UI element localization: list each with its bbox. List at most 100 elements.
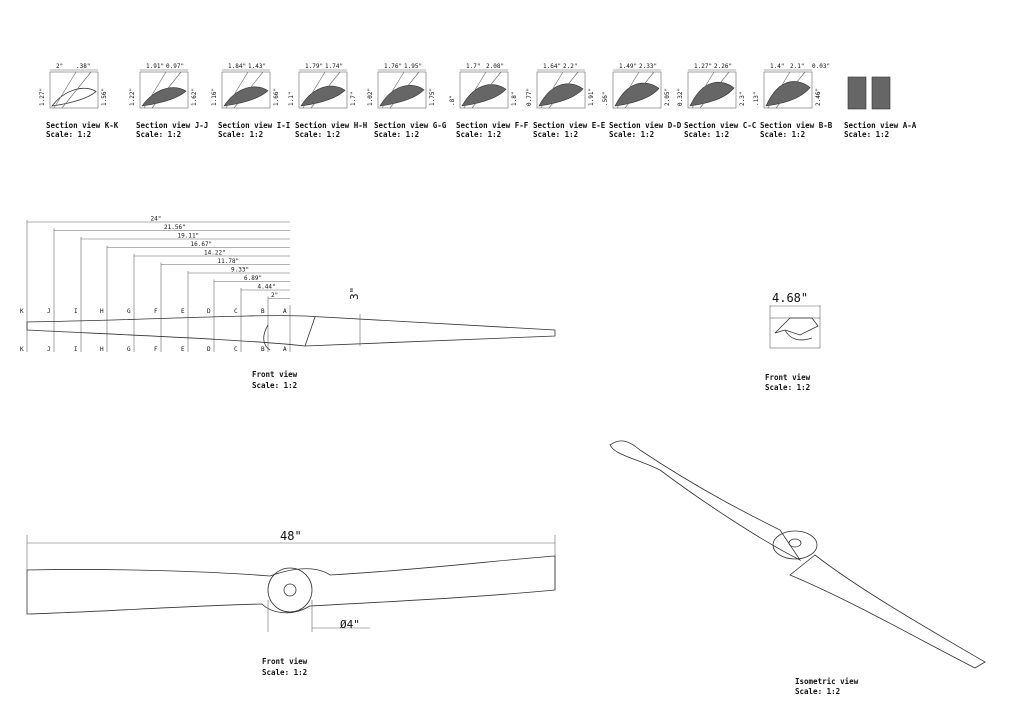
section-title: Section view B-B: [760, 121, 833, 130]
airfoil-profile: [51, 88, 97, 107]
section-view-d: 1.49"2.33".56"2.05"Section view D-DScale…: [602, 63, 682, 139]
section-frame: [612, 71, 662, 109]
chord-dim-right: 0.97": [166, 63, 184, 70]
station-label-top: E: [181, 308, 185, 315]
station-label-top: A: [283, 308, 287, 315]
chord-dim-right: .38": [76, 63, 90, 70]
chord-dim-left: 1.79": [305, 63, 323, 70]
chord-dim-right: 2.08": [486, 63, 504, 70]
height-dim-left: 1.27": [39, 88, 46, 106]
station-label-top: C: [234, 308, 238, 315]
section-view-e: 1.64"2.2"0.77"1.91"Section view E-EScale…: [526, 63, 606, 139]
station-label-top: D: [207, 308, 211, 315]
station-label-top: K: [20, 308, 24, 315]
airfoil-profile: [614, 82, 660, 107]
section-scale: Scale: 1:2: [218, 130, 263, 139]
height-dim-left: 1.16": [211, 88, 218, 106]
construction-line: [143, 71, 182, 109]
isometric-view-scale: Scale: 1:2: [795, 687, 840, 696]
section-frame: [459, 71, 509, 109]
distance-dim: 9.33": [231, 267, 249, 274]
station-label-top: G: [127, 308, 131, 315]
blade-outline: [26, 315, 556, 347]
section-frame: [139, 71, 189, 109]
airfoil-profile: [765, 81, 811, 107]
station-label-bottom: A: [283, 346, 287, 353]
section-scale: Scale: 1:2: [844, 130, 889, 139]
section-title: Section view F-F: [456, 121, 529, 130]
chord-dim-right: 2.26": [714, 63, 732, 70]
span-dimension: 48": [280, 529, 302, 543]
chord-dim-left: 1.4": [770, 63, 784, 70]
height-dim-left: 1.22": [129, 88, 136, 106]
chord-dim-left: 1.7": [466, 63, 480, 70]
section-scale: Scale: 1:2: [533, 130, 578, 139]
height-dim-left: 1.02": [367, 88, 374, 106]
distance-dim: 6.89": [244, 275, 262, 282]
height-dim-right: 2.3": [739, 92, 746, 106]
section-view-h: 1.79"1.74"1.1"1.7"Section view H-HScale:…: [288, 63, 368, 139]
section-frame: [377, 71, 427, 109]
station-label-bottom: J: [47, 346, 51, 353]
section-scale: Scale: 1:2: [684, 130, 729, 139]
section-view-j: 1.91"0.97"1.22"1.62"Section view J-JScal…: [129, 63, 208, 139]
isometric-view-title: Isometric view: [795, 677, 859, 686]
section-title: Section view K-K: [46, 121, 119, 130]
construction-line: [225, 71, 264, 109]
side-view-width: 4.68": [772, 291, 808, 305]
section-frame: [298, 71, 348, 109]
height-dim-left: 0.77": [526, 88, 533, 106]
height-dim-left: .8": [449, 95, 456, 106]
offset-dim: 0.03": [812, 63, 830, 70]
chord-dim-left: 1.27": [694, 63, 712, 70]
station-label-bottom: C: [234, 346, 238, 353]
front-view-bottom-scale: Scale: 1:2: [262, 668, 307, 677]
front-view-top-title: Front view: [252, 370, 298, 379]
station-label-bottom: K: [20, 346, 24, 353]
hub-diameter: Ø4": [340, 618, 360, 631]
isometric-view: Isometric view Scale: 1:2: [609, 440, 986, 696]
distance-dim: 11.78": [218, 258, 240, 265]
construction-line: [616, 71, 655, 109]
chord-dim-left: 2": [56, 63, 63, 70]
section-scale: Scale: 1:2: [46, 130, 91, 139]
airfoil-profile: [300, 85, 346, 107]
side-view-scale: Scale: 1:2: [765, 383, 810, 392]
section-fill: [847, 76, 867, 110]
construction-line: [302, 71, 341, 109]
section-fill: [871, 76, 891, 110]
airfoil-profile: [461, 84, 507, 107]
section-scale: Scale: 1:2: [456, 130, 501, 139]
front-view-bottom-title: Front view: [262, 657, 308, 666]
section-frame: [687, 71, 737, 109]
station-label-bottom: E: [181, 346, 185, 353]
chord-dim-right: 1.74": [325, 63, 343, 70]
front-view-bottom: 48" Ø4" Front view Scale: 1:2: [26, 529, 556, 677]
chord-dim-left: 1.76": [384, 63, 402, 70]
airfoil-profile: [689, 82, 735, 107]
distance-dim: 16.67": [191, 241, 213, 248]
distance-dim: 14.22": [204, 250, 226, 257]
construction-line: [767, 71, 806, 109]
section-view-c: 1.27"2.26"0.32"2.3"Section view C-CScale…: [677, 63, 756, 139]
station-label-bottom: H: [100, 346, 104, 353]
construction-line: [53, 71, 92, 109]
station-label-bottom: D: [207, 346, 211, 353]
height-dim-left: 0.32": [677, 88, 684, 106]
station-label-top: H: [100, 308, 104, 315]
section-scale: Scale: 1:2: [760, 130, 805, 139]
section-title: Section view D-D: [609, 121, 682, 130]
section-title: Section view E-E: [533, 121, 606, 130]
distance-dim: 2": [271, 292, 278, 299]
side-view-title: Front view: [765, 373, 811, 382]
distance-dim: 21.56": [164, 224, 186, 231]
height-dim-right: 2.05": [664, 88, 671, 106]
section-frame: [536, 71, 586, 109]
section-title: Section view I-I: [218, 121, 290, 130]
section-view-b: 1.4"2.1".13"2.46"0.03"Section view B-BSc…: [753, 63, 833, 139]
front-view-top: KKJJIIHHGGFFEEDDCCBBAA24"21.56"19.11"16.…: [20, 216, 556, 390]
height-dim-right: 1.66": [273, 88, 280, 106]
